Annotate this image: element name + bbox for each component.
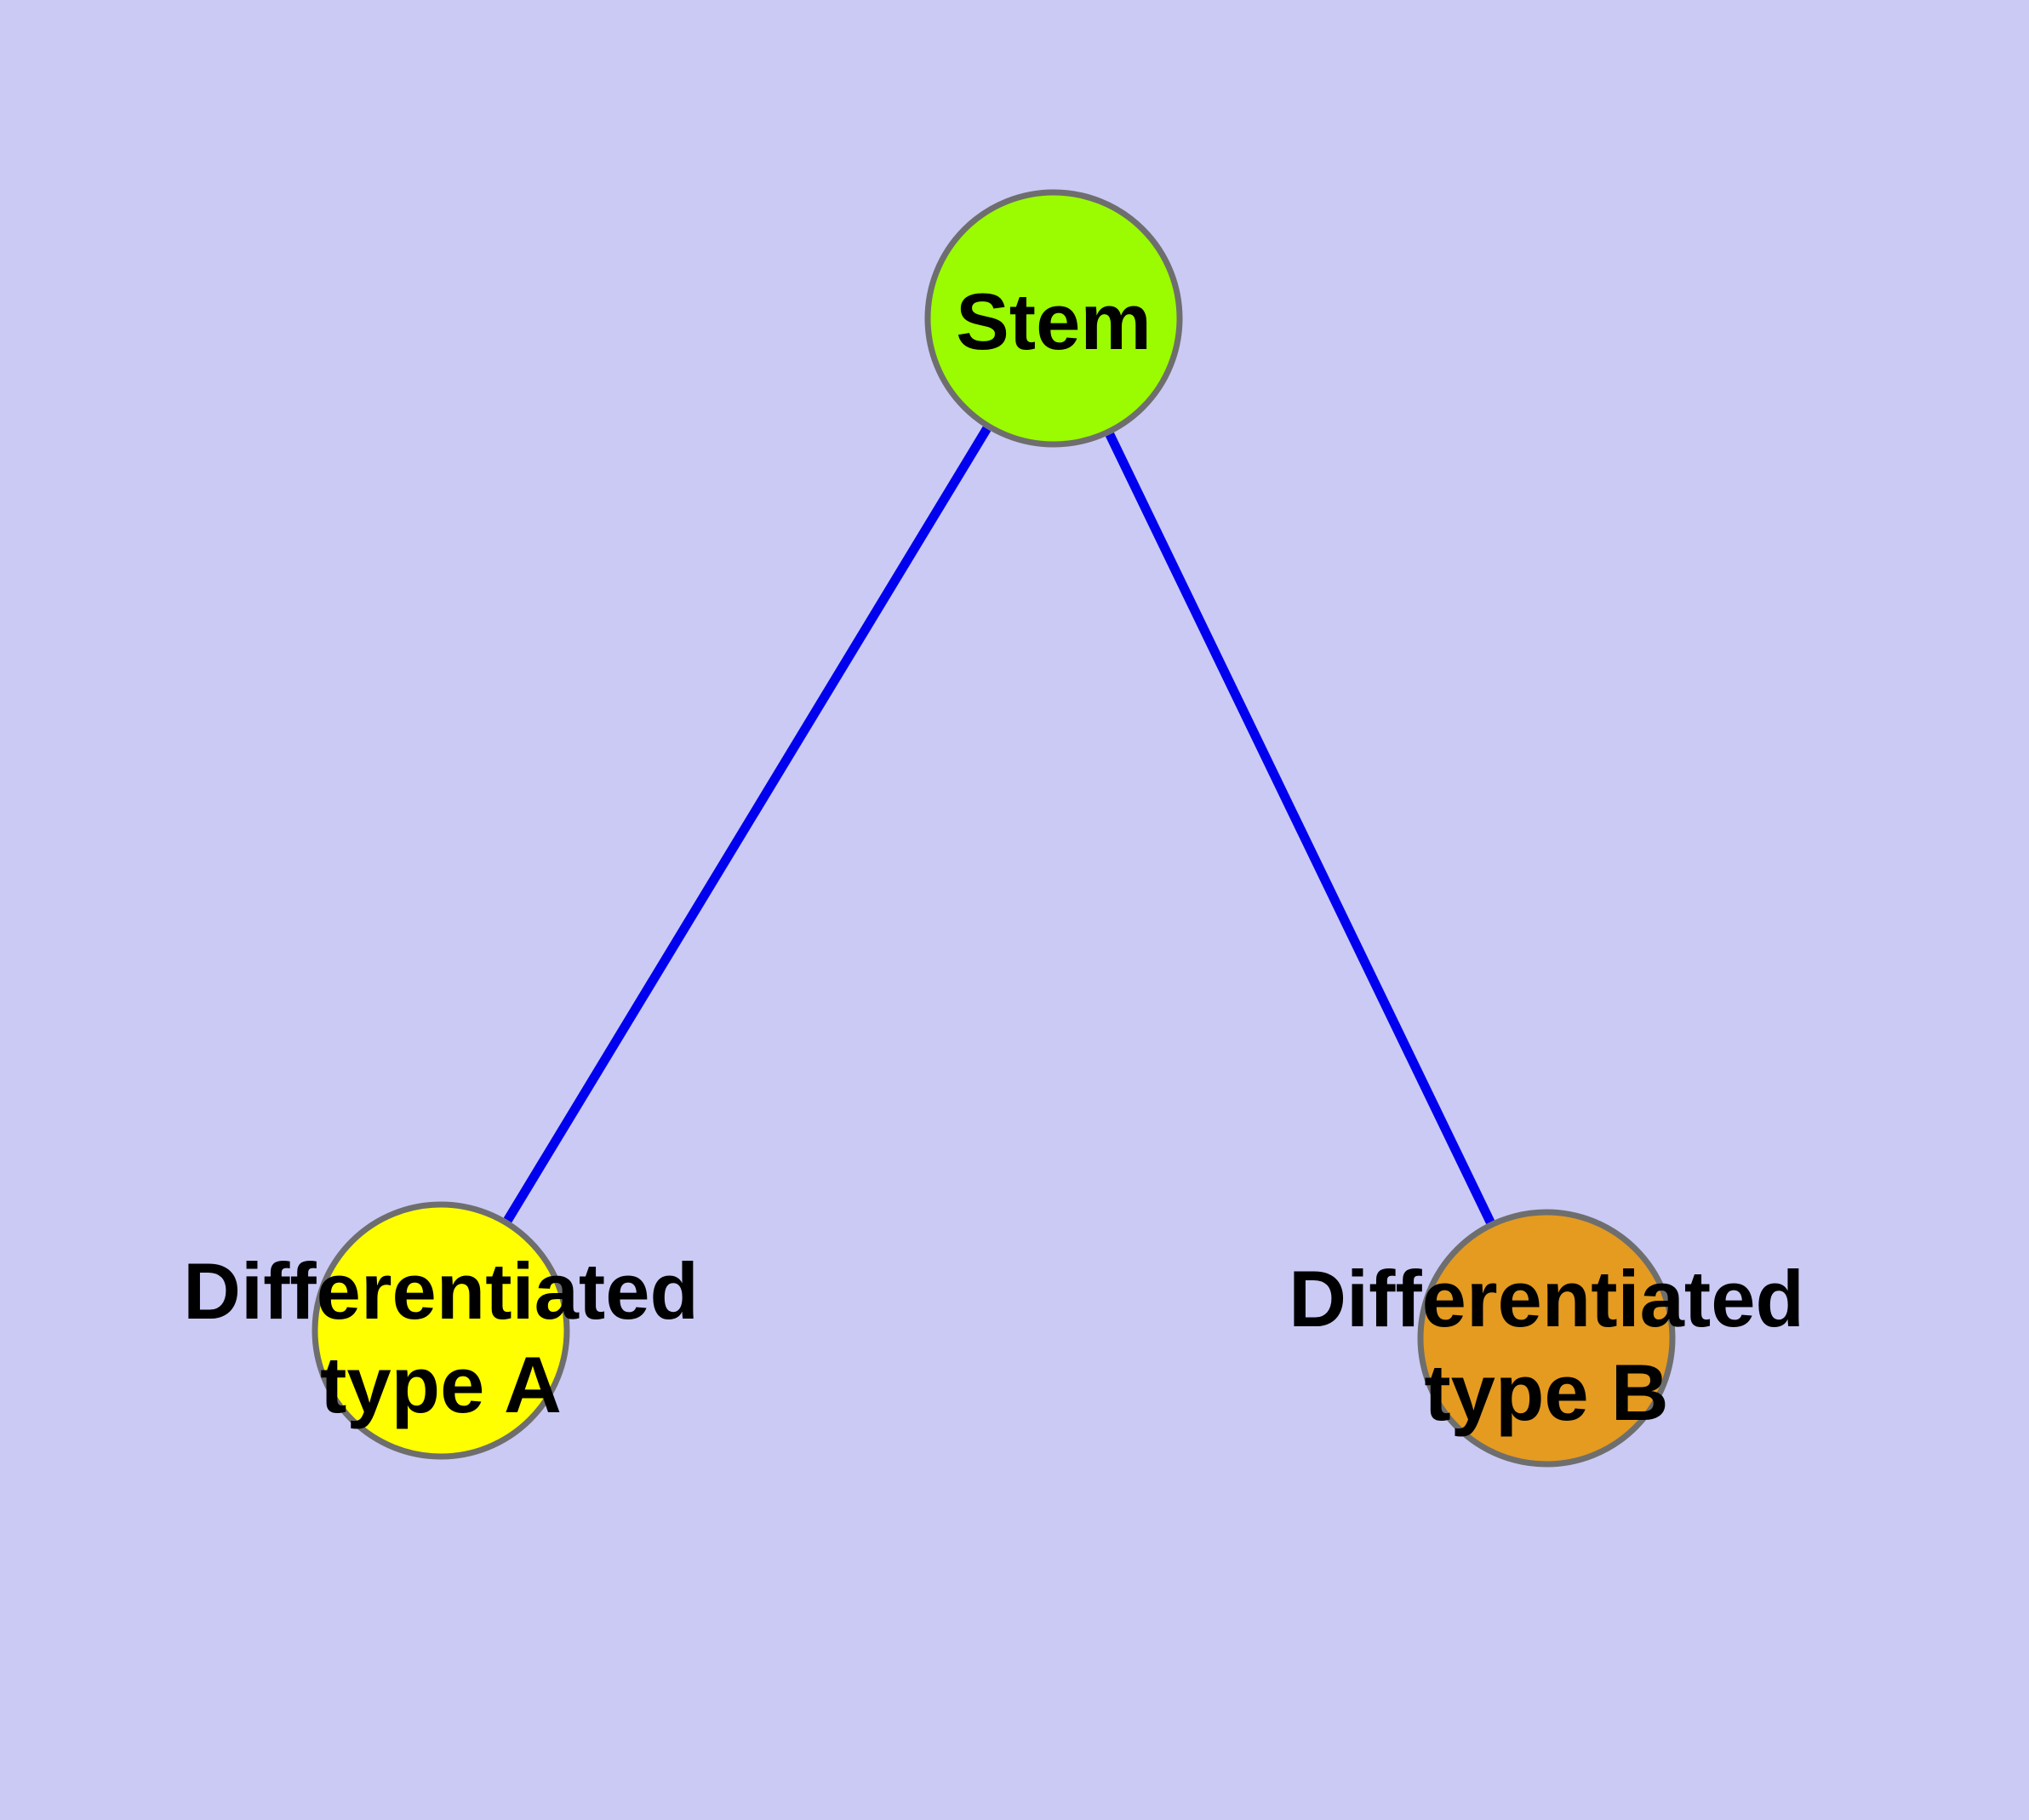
node-stem-label-line-1: Stem [956,277,1152,366]
node-type-a-label-line-2: type A [320,1340,562,1429]
node-type-b-circle [1417,1209,1676,1468]
edges-layer [503,426,1495,1224]
nodes-layer [311,189,1676,1468]
node-type-a-circle [311,1201,570,1460]
node-type-b-label-line-1: Differentiated [1289,1254,1804,1343]
node-type-a-label-line-1: Differentiated [183,1246,699,1336]
edge-stem-to-type-b [1105,432,1495,1224]
edge-stem-to-type-a [503,426,992,1223]
node-type-b-label-line-2: type B [1424,1348,1668,1437]
node-stem-circle [924,189,1183,448]
node-stem-label: Stem [956,277,1152,366]
